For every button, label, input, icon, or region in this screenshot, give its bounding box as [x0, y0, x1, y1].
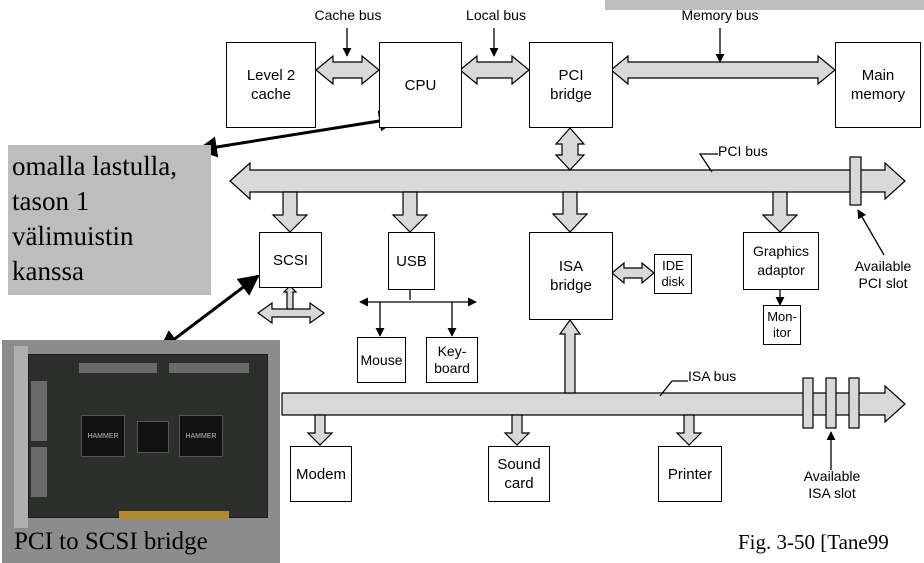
isa-bridge-drop: [551, 191, 589, 233]
cache-bus-arrow: [315, 54, 380, 86]
modem-drop: [306, 414, 334, 446]
cache-bus-label: Cache bus: [314, 7, 382, 23]
usb-drop: [391, 191, 429, 233]
memory-bus-arrow: [610, 54, 836, 86]
card-bracket: [14, 346, 28, 528]
photo-caption: PCI to SCSI bridge: [14, 528, 208, 555]
card-port: [31, 447, 47, 497]
pci-bridge-link: [554, 127, 586, 171]
pci-bus-label: PCI bus: [718, 143, 768, 159]
pci-slot: [849, 156, 862, 206]
isa-slot-label: Available ISA slot: [803, 468, 861, 501]
figure-reference: Fig. 3-50 [Tane99: [738, 530, 889, 554]
card-chip-label: HAMMER: [179, 415, 223, 457]
printer-drop: [675, 414, 703, 446]
cpu-annotation: omalla lastulla, tason 1 välimuistin kan…: [8, 145, 211, 295]
modem-box: Modem: [290, 446, 352, 502]
scsi-box: SCSI: [259, 232, 322, 288]
keyboard-box: Key- board: [426, 337, 478, 383]
isa-slot: [848, 377, 860, 429]
isa-bus-label: ISA bus: [688, 368, 737, 384]
local-bus-label: Local bus: [466, 7, 526, 23]
memory-bus-label: Memory bus: [681, 7, 759, 23]
card-edge-connector: [119, 511, 229, 519]
main-memory-box: Main memory: [835, 42, 921, 128]
annotation-fragment: [605, 0, 924, 10]
card-board: HAMMER HAMMER: [28, 354, 268, 519]
monitor-box: Mon- itor: [763, 305, 801, 345]
sound-card-box: Sound card: [488, 446, 550, 502]
ide-link: [611, 261, 655, 285]
pci-bus-pointer: [698, 153, 718, 173]
isa-bridge-link: [558, 318, 582, 394]
isa-bus-pointer: [659, 380, 688, 397]
sound-drop: [503, 414, 531, 446]
isa-bus-arrow: [281, 384, 906, 424]
ide-disk-box: IDE disk: [654, 254, 692, 294]
scsi-drop: [271, 191, 309, 233]
graphics-drop: [761, 191, 799, 233]
isa-slot: [802, 377, 814, 429]
scsi-bus-stem: [282, 285, 298, 310]
card-connector: [79, 363, 157, 373]
cpu-note-arrow: [195, 110, 401, 158]
printer-box: Printer: [658, 446, 722, 502]
local-bus-arrow: [459, 54, 530, 86]
level2-cache-box: Level 2 cache: [226, 42, 316, 128]
usb-box: USB: [388, 232, 435, 290]
card-connector: [169, 363, 249, 373]
graphics-adaptor-box: Graphics adaptor: [743, 232, 819, 290]
scsi-photo-arrow: [158, 274, 260, 352]
pci-slot-pointer: [857, 209, 885, 256]
card-chip-label: HAMMER: [81, 415, 125, 457]
pci-bus-arrow: [229, 161, 906, 201]
card-port: [31, 381, 47, 441]
pci-bridge-box: PCI bridge: [529, 42, 613, 128]
scsi-bus-arrow: [256, 301, 326, 325]
isa-slot: [825, 377, 837, 429]
isa-bridge-box: ISA bridge: [529, 232, 613, 320]
mouse-box: Mouse: [357, 337, 406, 383]
card-chip: [137, 421, 169, 453]
scsi-card-photo: HAMMER HAMMER PCI to SCSI bridge: [2, 340, 280, 563]
cpu-box: CPU: [379, 42, 462, 128]
pci-slot-label: Available PCI slot: [854, 258, 912, 291]
